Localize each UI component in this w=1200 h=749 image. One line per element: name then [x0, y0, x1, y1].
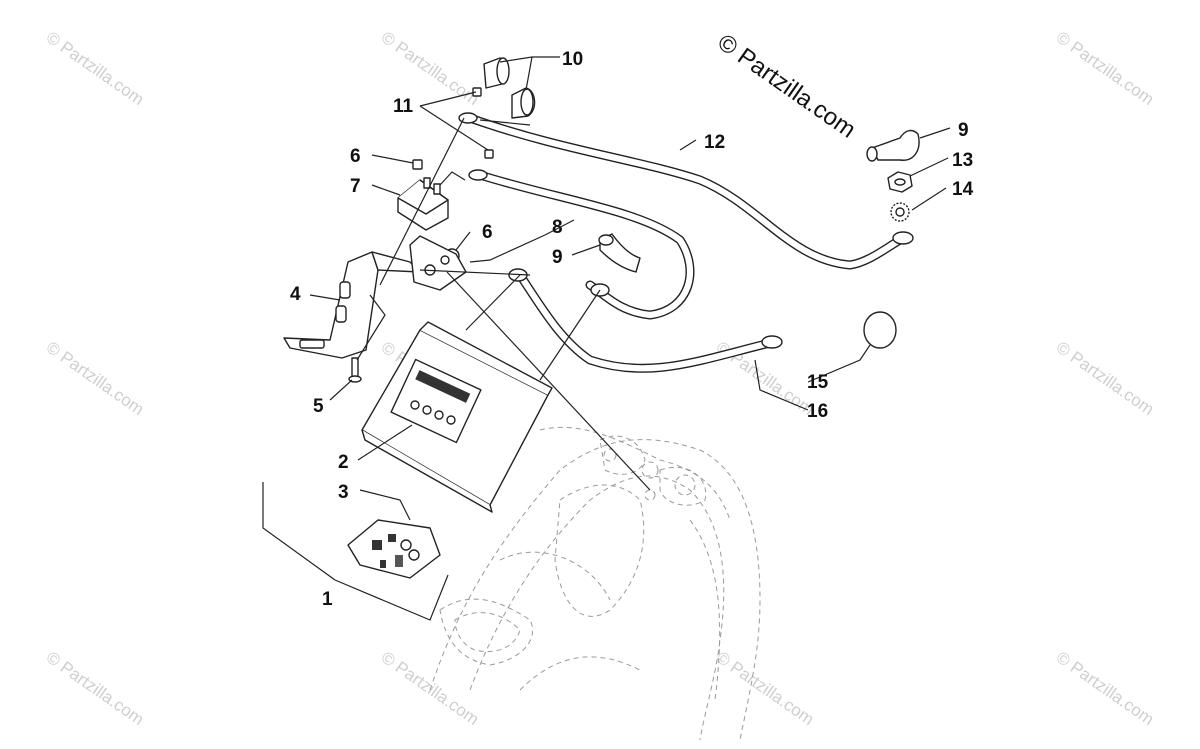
watermark: © Partzilla.com: [1053, 648, 1158, 729]
callout-10: 10: [562, 49, 583, 70]
terminal-boot-10: [483, 57, 536, 119]
bolt-5: [348, 357, 362, 383]
callout-8: 8: [552, 217, 563, 238]
callout-7: 7: [350, 176, 361, 197]
callouts: 10 11 6 7 12 9 13 14 8 6 9 4 5 2 3 1 15 …: [290, 49, 974, 610]
watermarks: © Partzilla.com © Partzilla.com © Partzi…: [43, 28, 1158, 729]
solenoid-7: [397, 177, 449, 231]
callout-13: 13: [952, 150, 973, 171]
watermark: © Partzilla.com: [1053, 338, 1158, 419]
callout-15: 15: [807, 372, 829, 393]
callout-6: 6: [350, 146, 361, 167]
watermark: © Partzilla.com: [713, 648, 818, 729]
hold-down-bracket: [409, 235, 467, 291]
bracket-4: [283, 251, 421, 359]
callout-11: 11: [393, 96, 414, 117]
callout-6: 6: [482, 222, 493, 243]
callout-1: 1: [322, 589, 333, 610]
nut-13: [887, 171, 913, 193]
callout-9: 9: [958, 120, 969, 141]
watermark: © Partzilla.com: [43, 28, 148, 109]
battery-2: [361, 321, 553, 513]
cables: [465, 113, 910, 373]
callout-14: 14: [952, 179, 974, 200]
callout-9: 9: [552, 247, 563, 268]
callout-4: 4: [290, 284, 301, 305]
callout-3: 3: [338, 482, 349, 503]
callout-5: 5: [313, 396, 324, 417]
watermark: © Partzilla.com: [43, 648, 148, 729]
leader-lines: [262, 56, 951, 621]
clamp-15: [863, 311, 897, 349]
watermark: © Partzilla.com: [43, 338, 148, 419]
hull-outline: [429, 426, 761, 741]
callout-2: 2: [338, 452, 349, 473]
callout-16: 16: [807, 401, 828, 422]
callout-12: 12: [704, 132, 725, 153]
terminal-boot-9: [598, 129, 920, 273]
lock-washer-14: [890, 202, 910, 222]
terminal-kit-3: [347, 519, 441, 579]
watermark: © Partzilla.com: [1053, 28, 1158, 109]
nut-11: [472, 87, 494, 159]
copyright-text: © Partzilla.com: [713, 29, 861, 144]
terminal-lugs: [458, 112, 914, 349]
